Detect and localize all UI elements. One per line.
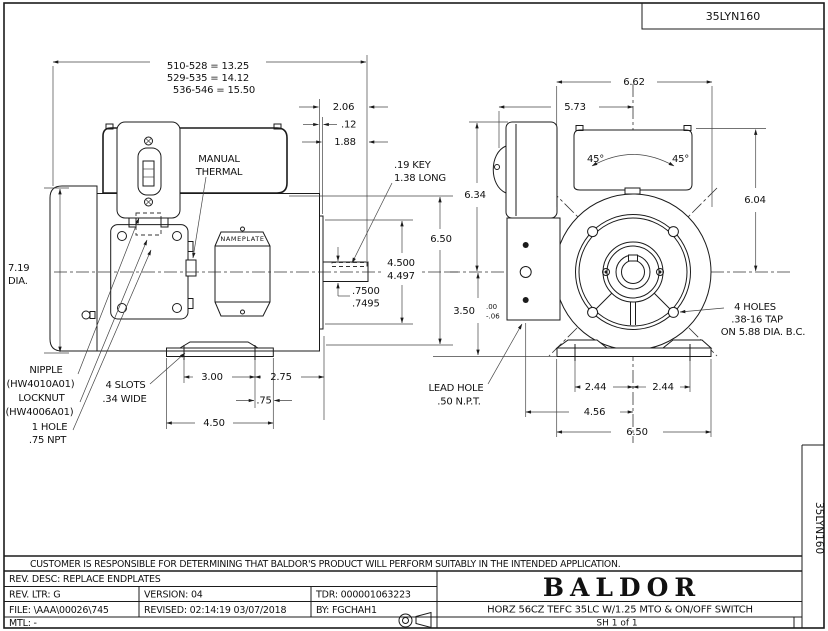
- end-view-dimensions: [469, 80, 766, 437]
- dim-u-2: .7495: [352, 299, 380, 310]
- dim-6-34: 6.34: [464, 190, 485, 201]
- dim-ak-2: 4.497: [387, 271, 415, 282]
- sheet-number: SH 1 of 1: [596, 619, 637, 629]
- dim-2-75: 2.75: [270, 372, 291, 383]
- dim-6-50-side: 6.50: [430, 234, 451, 245]
- lead-hole: [519, 266, 532, 278]
- dim-45-left: 45°: [587, 154, 604, 165]
- side-view-dimensions: [44, 55, 453, 431]
- disclaimer-text: CUSTOMER IS RESPONSIBLE FOR DETERMINING …: [30, 559, 620, 570]
- thermal-button: [185, 259, 197, 277]
- dimension-label-masks: [384, 231, 456, 283]
- note-lead-hole-2: .50 N.P.T.: [437, 397, 481, 408]
- note-holes-3: ON 5.88 DIA. B.C.: [721, 327, 805, 338]
- note-thermal-1: MANUAL: [198, 154, 240, 165]
- product-description: HORZ 56CZ TEFC 35LC W/1.25 MTO & ON/OFF …: [487, 605, 753, 616]
- note-nipple-2: (HW4010A01): [6, 379, 74, 390]
- note-slots-2: .34 WIDE: [102, 394, 146, 405]
- side-view-outline: [44, 121, 369, 360]
- nameplate-shield: [214, 226, 271, 317]
- dim-3-50-tol-lo: -.06: [486, 313, 500, 321]
- rev-ltr-cell: REV. LTR: G: [9, 590, 60, 601]
- rev-desc-cell: REV. DESC: REPLACE ENDPLATES: [9, 574, 161, 585]
- note-holes-2: .38-16 TAP: [731, 315, 783, 326]
- dim-4-50: 4.50: [203, 418, 224, 429]
- dim-0-12: .12: [341, 120, 356, 131]
- third-angle-projection-icon: [398, 611, 432, 629]
- dim-6-50-end: 6.50: [626, 427, 647, 438]
- tdr-cell: TDR: 000001063223: [315, 590, 411, 601]
- dim-2-44-right: 2.44: [652, 382, 673, 393]
- dim-2-44-left: 2.44: [585, 382, 606, 393]
- dim-3-50: 3.50: [453, 306, 474, 317]
- mtl-cell: MTL: -: [9, 618, 37, 629]
- dim-3-50-tol-hi: .00: [486, 303, 497, 311]
- dim-0-75: .75: [256, 396, 271, 407]
- dim-1-88: 1.88: [334, 137, 355, 148]
- note-slots-1: 4 SLOTS: [105, 380, 145, 391]
- dim-u-1: .7500: [352, 286, 380, 297]
- switch-screw-icon: [144, 136, 153, 207]
- note-hole-1: 1 HOLE: [32, 422, 68, 433]
- dim-6-04: 6.04: [744, 195, 765, 206]
- title-block-grid: [4, 555, 802, 628]
- note-key-2: 1.38 LONG: [394, 173, 446, 184]
- nameplate-label: NAMEPLATE: [220, 235, 264, 243]
- note-lead-hole-1: LEAD HOLE: [428, 383, 483, 394]
- drawing-number: 35LYN160: [706, 10, 761, 23]
- dim-dia-1: 7.19: [8, 263, 29, 274]
- file-cell: FILE: \AAA\00026\745: [9, 605, 109, 616]
- side-strip-label: 35LYN160: [813, 502, 825, 554]
- note-key-1: .19 KEY: [394, 160, 432, 171]
- note-locknut-2: (HW4006A01): [5, 407, 73, 418]
- revised-cell: REVISED: 02:14:19 03/07/2018: [144, 605, 286, 616]
- dim-2-06: 2.06: [333, 102, 354, 113]
- note-holes-1: 4 HOLES: [734, 302, 776, 313]
- dim-ak-1: 4.500: [387, 258, 415, 269]
- dim-5-73: 5.73: [564, 102, 585, 113]
- dim-6-62: 6.62: [623, 77, 644, 88]
- note-hole-2: .75 NPT: [29, 435, 67, 446]
- by-cell: BY: FGCHAH1: [316, 605, 377, 616]
- sheet-border: [3, 2, 825, 629]
- note-thermal-2: THERMAL: [195, 167, 243, 178]
- end-view-outline: [433, 84, 791, 443]
- dim-length-range-3: 536-546 = 15.50: [173, 85, 255, 96]
- baldor-logo: BALDOR: [543, 573, 701, 602]
- dim-4-56: 4.56: [584, 407, 605, 418]
- dim-length-range-1: 510-528 = 13.25: [167, 61, 249, 72]
- dim-3-00: 3.00: [201, 372, 222, 383]
- dim-length-range-2: 529-535 = 14.12: [167, 73, 249, 84]
- note-locknut-1: LOCKNUT: [18, 393, 65, 404]
- dim-45-right: 45°: [672, 154, 689, 165]
- note-nipple-1: NIPPLE: [29, 365, 62, 376]
- version-cell: VERSION: 04: [144, 590, 203, 601]
- dim-dia-2: DIA.: [8, 276, 28, 287]
